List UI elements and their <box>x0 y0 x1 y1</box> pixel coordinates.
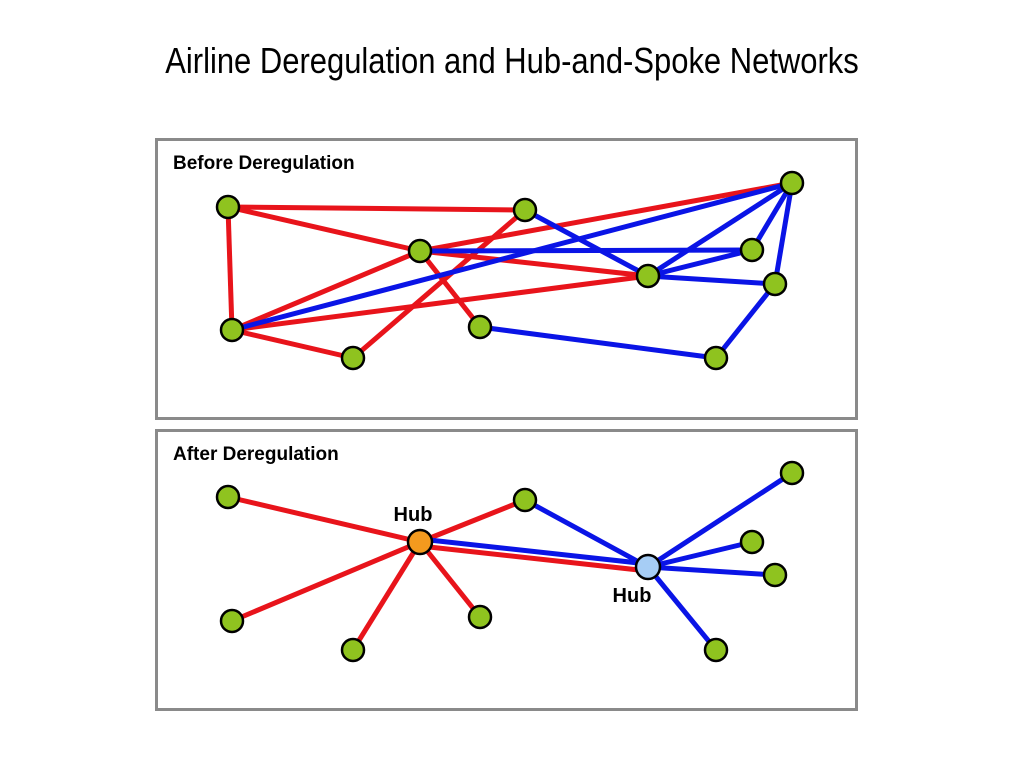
before-blue-route <box>419 247 753 254</box>
after-blue-spoke <box>646 470 794 570</box>
city-node <box>467 604 493 630</box>
city-node <box>467 314 493 340</box>
before-red-route <box>231 248 421 333</box>
before-blue-route <box>231 180 793 333</box>
blue-hub-label: Hub <box>613 585 652 607</box>
city-node <box>635 263 661 289</box>
after-red-spoke <box>227 494 421 545</box>
before-red-route <box>225 206 235 331</box>
orange-hub-label: Hub <box>394 504 433 526</box>
blue-hub-node <box>634 553 662 581</box>
before-red-route <box>231 327 354 361</box>
city-node <box>340 637 366 663</box>
after-red-spoke <box>419 497 526 545</box>
after-blue-spoke <box>523 497 650 570</box>
city-node <box>779 170 805 196</box>
city-node <box>512 487 538 513</box>
after-blue-spoke <box>647 564 776 578</box>
city-node <box>512 197 538 223</box>
city-node <box>407 238 433 264</box>
before-deregulation-panel: Before Deregulation <box>155 138 858 420</box>
orange-hub-node <box>406 528 434 556</box>
slide-title: Airline Deregulation and Hub-and-Spoke N… <box>165 40 859 81</box>
before-routes <box>225 180 795 361</box>
city-node <box>762 562 788 588</box>
before-red-route <box>231 273 649 333</box>
hub-to-hub-red-route <box>419 543 649 574</box>
before-red-route <box>418 249 482 329</box>
city-node <box>215 484 241 510</box>
before-blue-route <box>647 247 753 279</box>
after-routes <box>227 470 794 652</box>
before-red-route <box>227 204 526 213</box>
city-node <box>762 271 788 297</box>
city-node <box>703 345 729 371</box>
city-node <box>215 194 241 220</box>
before-red-route <box>227 204 421 254</box>
before-blue-route <box>647 273 776 287</box>
before-red-route <box>419 180 793 254</box>
before-blue-route <box>749 181 795 252</box>
after-blue-spoke <box>647 539 753 570</box>
after-red-spoke <box>350 540 423 652</box>
before-panel-label: Before Deregulation <box>173 153 355 174</box>
before-cities <box>215 170 805 371</box>
city-node <box>703 637 729 663</box>
city-node <box>739 237 765 263</box>
after-red-spoke <box>231 539 421 624</box>
before-blue-route <box>646 180 794 279</box>
before-blue-route <box>714 282 777 360</box>
city-node <box>340 345 366 371</box>
city-node <box>219 317 245 343</box>
city-node <box>219 608 245 634</box>
hub-to-hub-blue-route <box>419 536 649 567</box>
after-cities <box>215 460 805 663</box>
after-panel-label: After Deregulation <box>173 444 339 465</box>
before-blue-route <box>523 207 650 279</box>
after-blue-spoke <box>646 565 718 652</box>
after-deregulation-panel: After Deregulation <box>155 429 858 711</box>
city-node <box>779 460 805 486</box>
before-blue-route <box>772 182 795 285</box>
before-blue-route <box>479 324 717 361</box>
after-red-spoke <box>418 540 482 619</box>
city-node <box>739 529 765 555</box>
before-red-route <box>419 248 649 279</box>
before-red-route <box>351 208 527 360</box>
